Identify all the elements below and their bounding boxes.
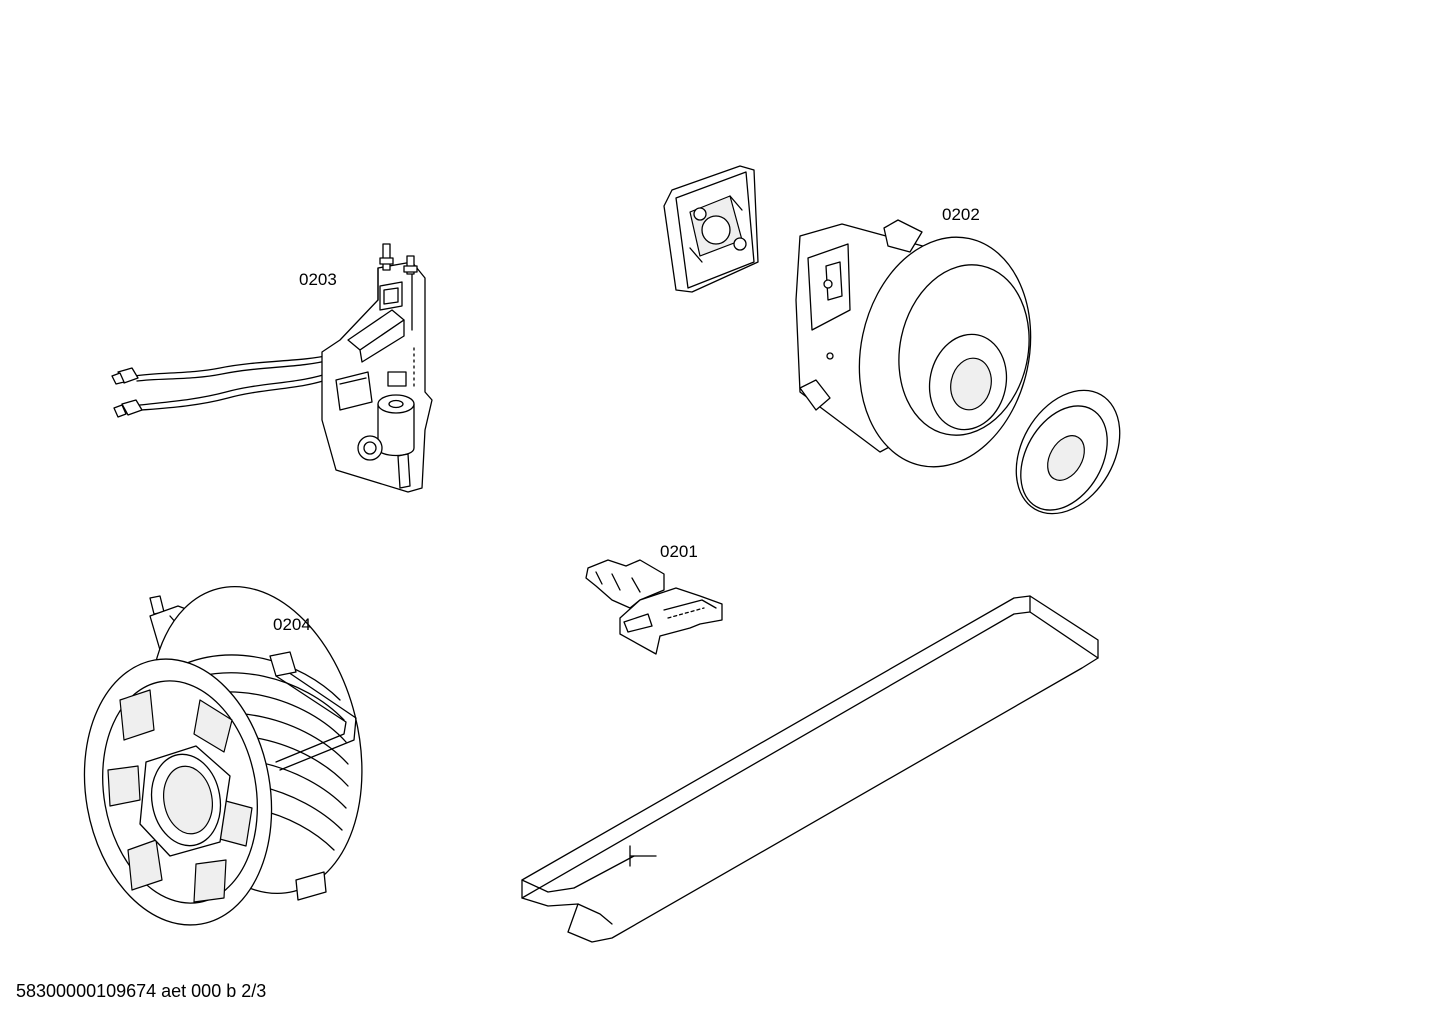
document-code: 58300000109674 aet 000 b 2/3	[16, 981, 267, 1001]
part-0201-bracket	[585, 559, 723, 655]
label-part-0202: 0202	[942, 205, 980, 224]
part-0202-motor	[663, 165, 1121, 515]
label-part-0204: 0204	[273, 615, 311, 634]
part-0203-circuit-board	[111, 243, 433, 493]
motor-cap	[663, 165, 759, 293]
label-part-0203: 0203	[299, 270, 337, 289]
flat-strip-part	[521, 595, 1099, 943]
part-0204-cable-reel	[83, 585, 363, 926]
part-0203-wires	[111, 354, 333, 418]
label-part-0201: 0201	[660, 542, 698, 561]
